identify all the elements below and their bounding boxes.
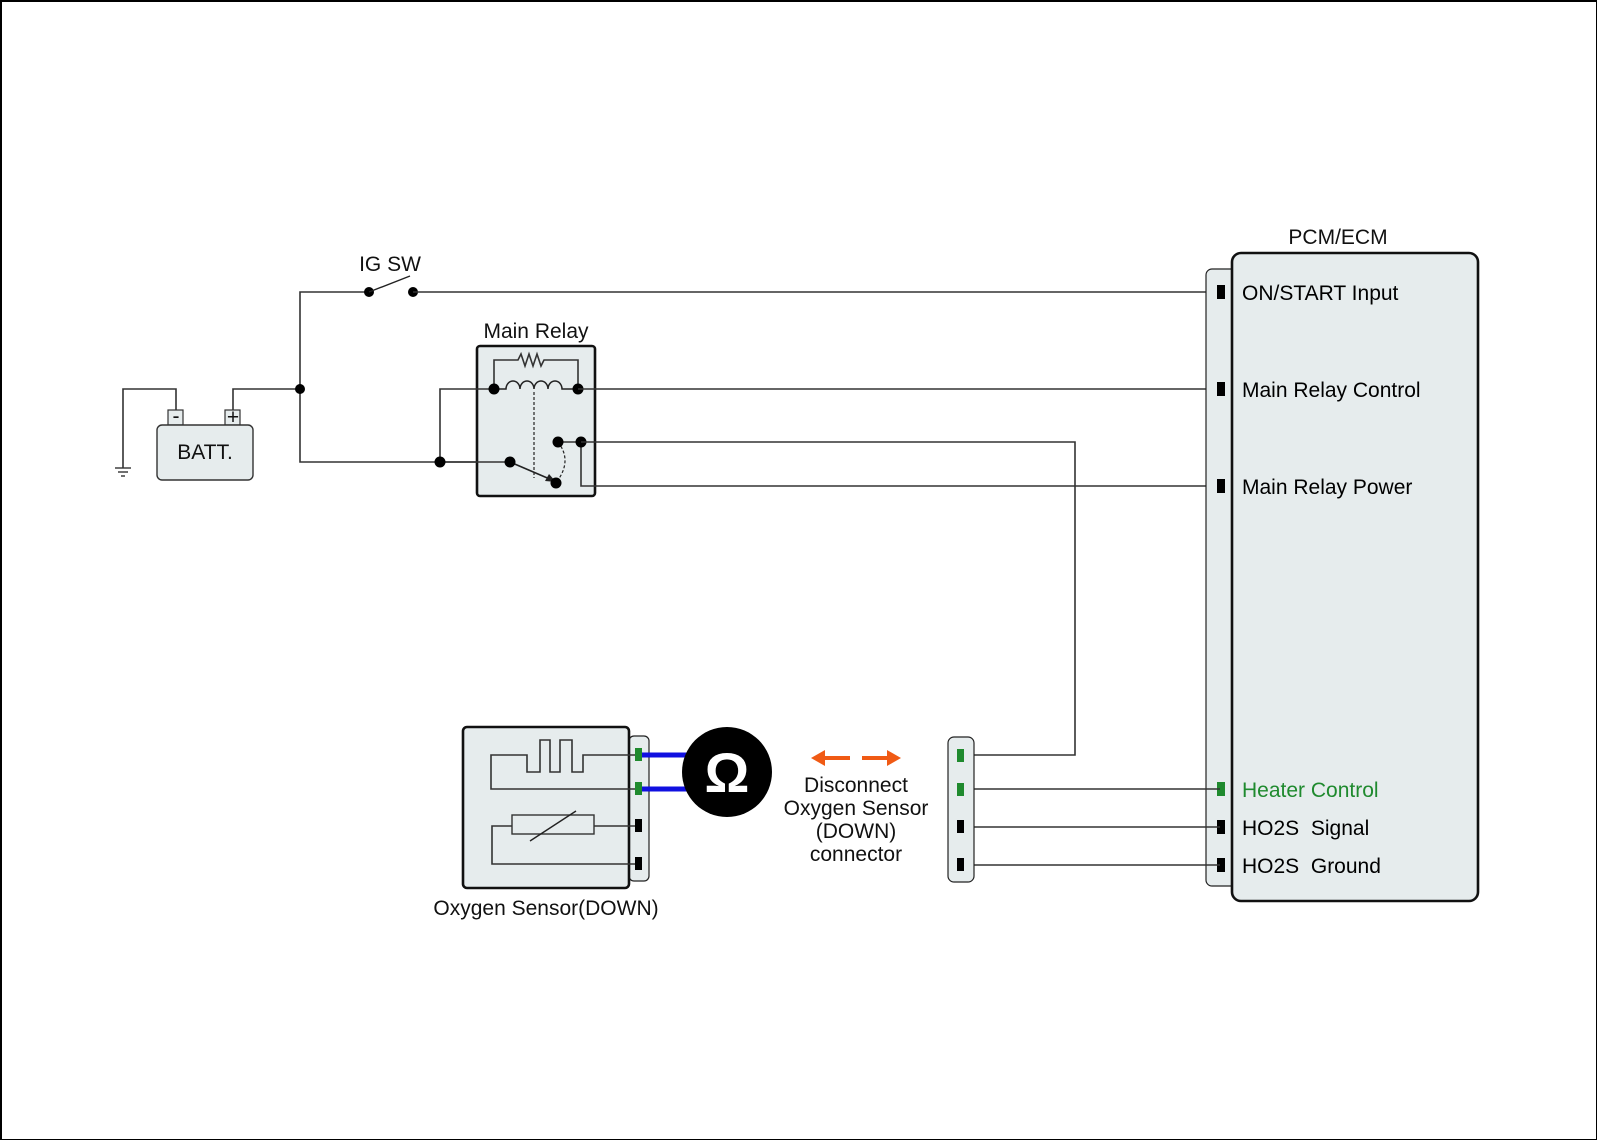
ecm-pin [1217,820,1225,834]
double-arrow-icon [811,750,901,766]
connector-pin [957,749,964,762]
relay-coil-icon [494,380,578,390]
disconnect-note: Disconnect Oxygen Sensor (DOWN) connecto… [784,750,929,866]
ecm-pin-label: HO2S Signal [1242,817,1369,840]
note-line: connector [810,843,902,866]
sensor-harness-connector [947,736,975,883]
note-line: (DOWN) [816,820,896,843]
battery-positive-sign: + [227,406,239,429]
oxygen-sensor-label: Oxygen Sensor(DOWN) [433,897,658,920]
battery-label: BATT. [177,441,233,464]
main-relay: Main Relay [434,320,1220,498]
ecm-pin-label: Main Relay Power [1242,476,1412,499]
ecm-pin [1217,858,1225,872]
ecm-body [1230,251,1480,903]
ecm-pin-label: ON/START Input [1242,282,1399,305]
main-relay-label: Main Relay [483,320,589,343]
battery-negative-sign: - [173,405,180,428]
ohmmeter: Ω [642,727,772,817]
ecm-pin [1217,285,1225,299]
ignition-switch: IG SW [359,253,421,297]
ground-icon [115,467,131,477]
ecm-pin [1217,382,1225,396]
ecm-title: PCM/ECM [1288,226,1387,249]
battery-body [156,424,254,481]
oxygen-sensor: Oxygen Sensor(DOWN) [433,725,659,920]
ecm-pin [1217,782,1225,796]
battery: - + BATT. [115,388,300,481]
note-line: Oxygen Sensor [784,797,929,820]
ohm-symbol: Ω [705,741,750,804]
ohmmeter-icon [682,727,772,817]
ecm-pin [1217,479,1225,493]
ecm-pin-label: HO2S Ground [1242,855,1381,878]
ig-sw-label: IG SW [359,253,421,276]
sensor-pin [635,857,642,870]
sensor-pin [635,782,642,795]
ecm-pin-label: Main Relay Control [1242,379,1421,402]
note-line: Disconnect [804,774,908,797]
connector-pin [957,783,964,796]
ecm-pin-label: Heater Control [1242,779,1379,802]
connector-pin [957,858,964,871]
sensor-pin [635,748,642,761]
junction-dot [295,384,305,394]
sensor-pin [635,819,642,832]
connector-pin [957,820,964,833]
